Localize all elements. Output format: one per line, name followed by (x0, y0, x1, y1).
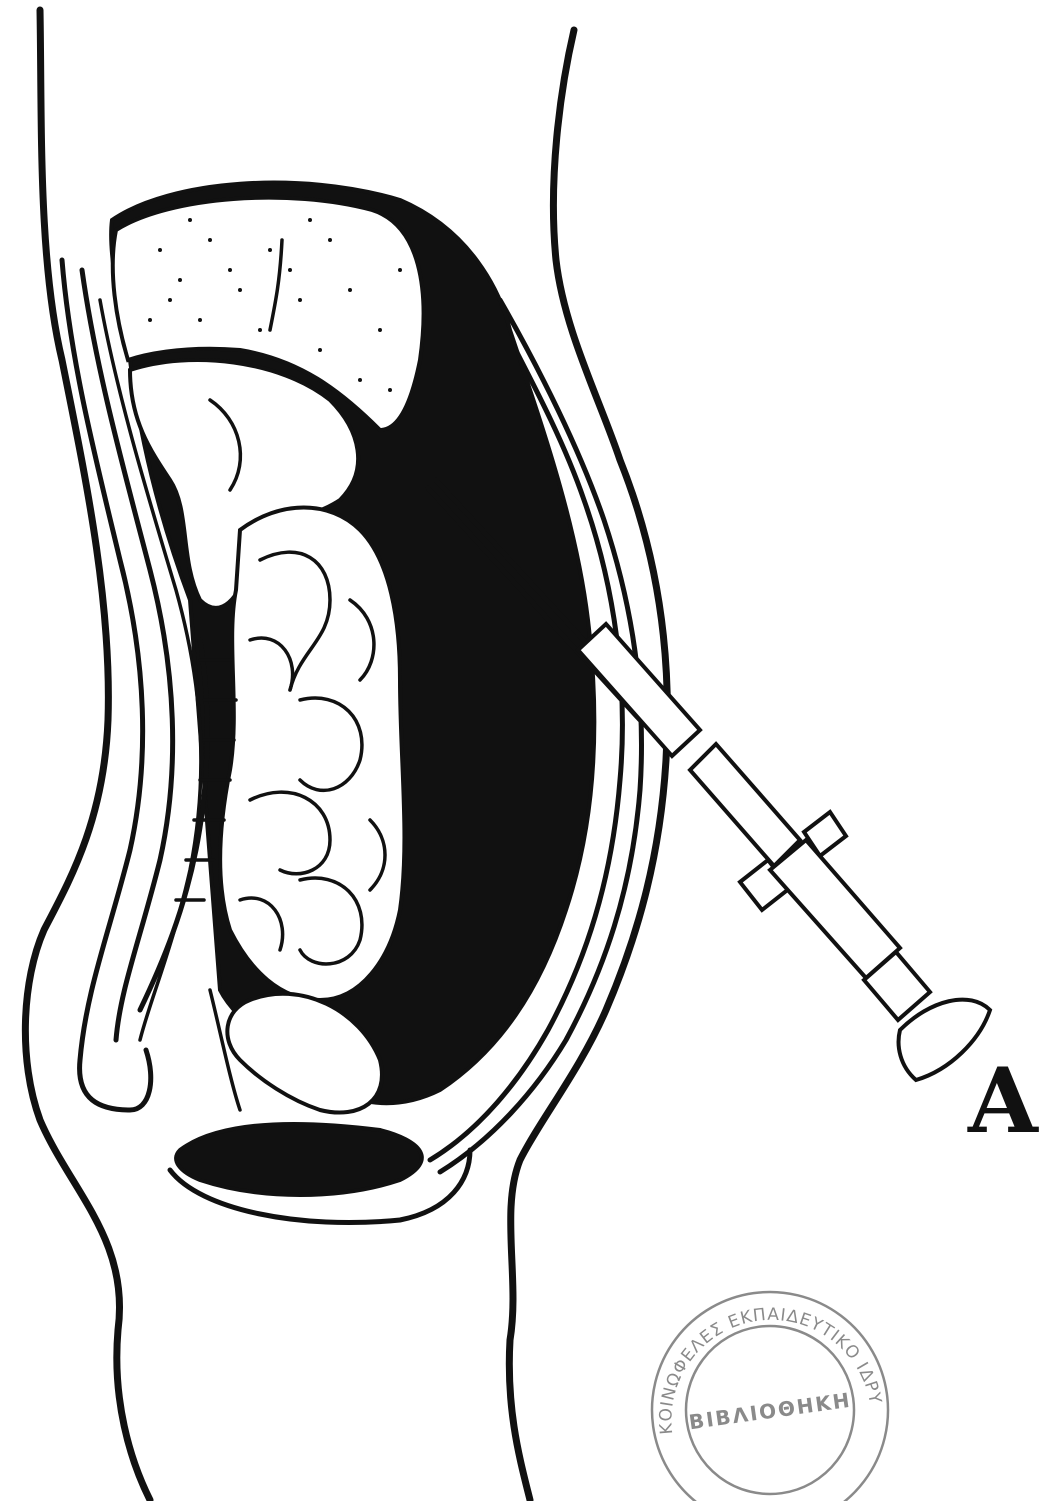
pelvic-floor-dark (176, 1124, 422, 1195)
marker-label: A (967, 1048, 1039, 1154)
stamp-center-text: ΒΙΒΛΙΟΘΗΚΗ (687, 1388, 853, 1435)
library-stamp: ΚΟΙΝΩΦΕΛΕΣ ΕΚΠΑΙΔΕΥΤΙΚΟ ΙΔΡΥΜΑ ΒΙΒΛΙΟΘΗΚ… (637, 1277, 904, 1501)
small-intestine (220, 508, 404, 1001)
